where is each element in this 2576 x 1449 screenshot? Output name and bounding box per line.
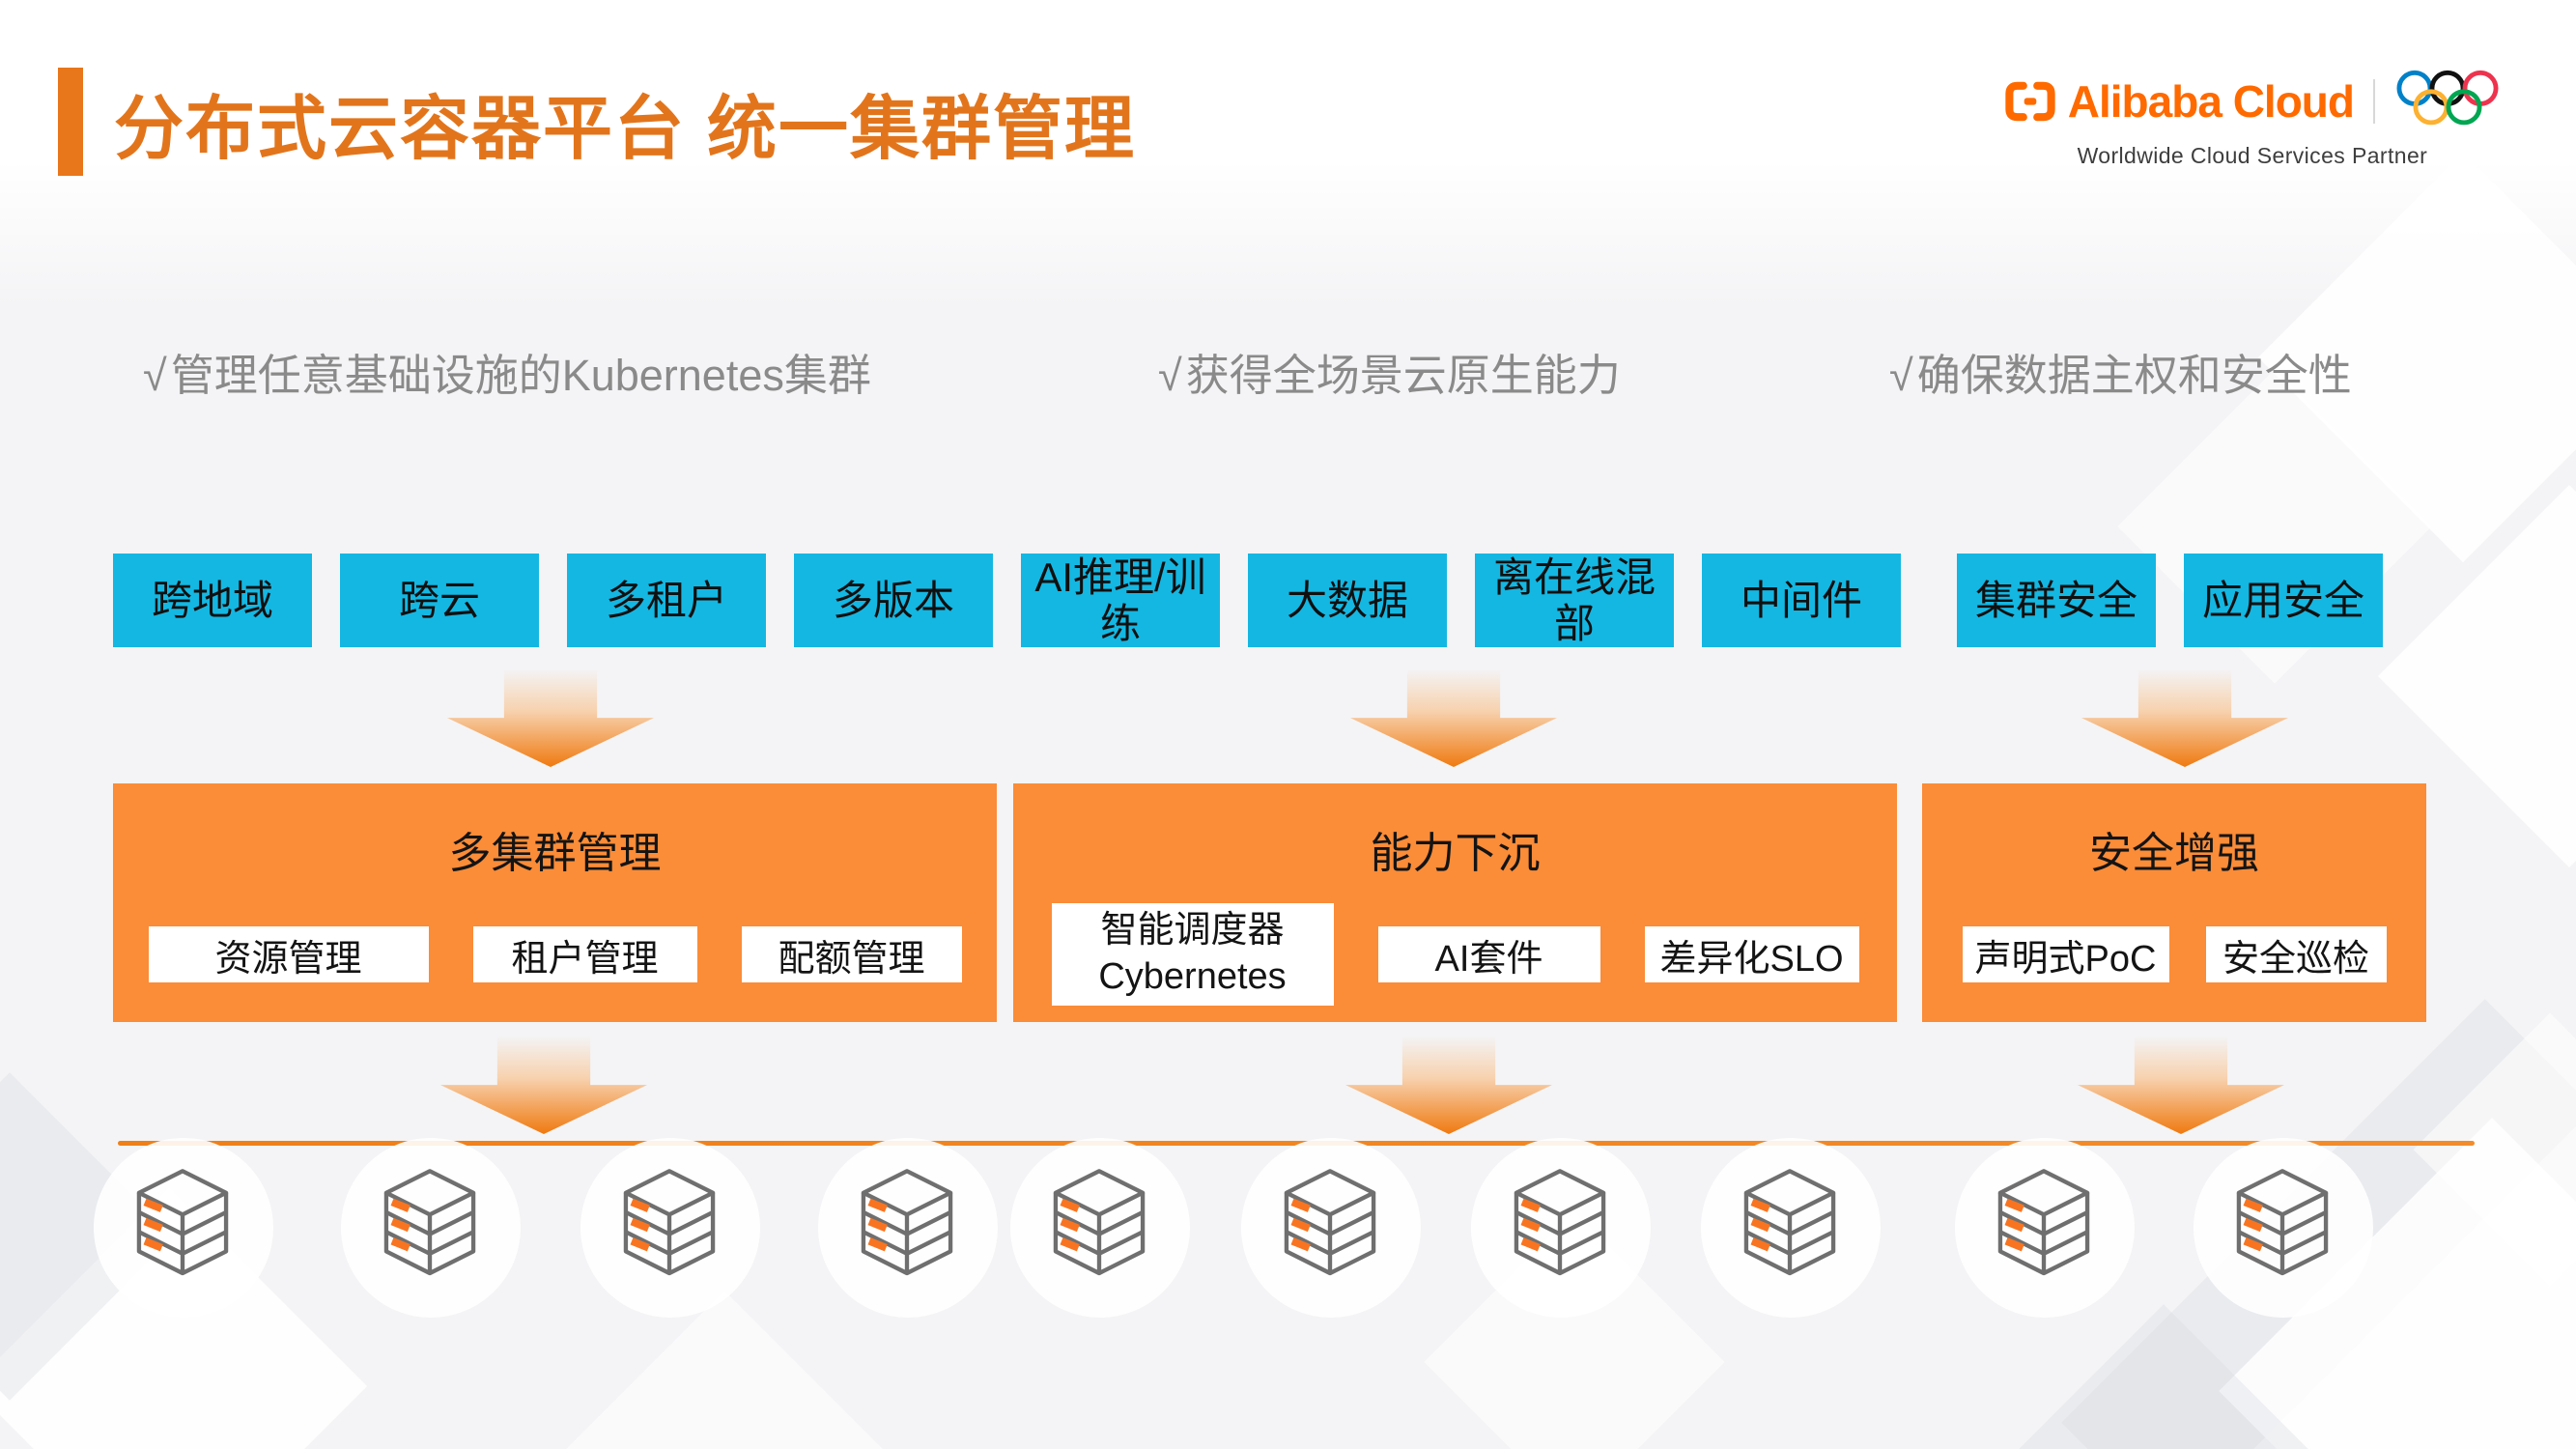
bullet-cloud-native: √获得全场景云原生能力	[1158, 340, 1621, 403]
bullet-manage-clusters: √管理任意基础设施的Kubernetes集群	[143, 340, 871, 403]
check-icon: √	[1158, 351, 1182, 400]
server-node	[1241, 1138, 1421, 1318]
panel-item-line: Cybernetes	[1098, 956, 1287, 997]
panel-item-tenant-management: 租户管理	[472, 926, 697, 982]
capability-box-big-data: 大数据	[1248, 554, 1447, 647]
server-icon	[136, 1169, 229, 1276]
down-arrow-icon	[447, 665, 654, 767]
panel-capability-sinking: 能力下沉 智能调度器 Cybernetes AI套件 差异化SLO	[1013, 783, 1897, 1022]
bullet-text: 获得全场景云原生能力	[1185, 351, 1621, 400]
panel-item-differentiated-slo: 差异化SLO	[1644, 926, 1859, 982]
background-top-band	[0, 0, 2576, 309]
alibaba-cloud-logo: Alibaba Cloud Worldwide Cloud Services P…	[2004, 68, 2501, 169]
panel-title: 多集群管理	[448, 830, 662, 877]
server-node	[1471, 1138, 1651, 1318]
server-node	[2194, 1138, 2373, 1318]
capability-box-cluster-security: 集群安全	[1957, 554, 2156, 647]
server-icon	[1514, 1169, 1606, 1276]
panel-item-resource-management: 资源管理	[148, 926, 429, 982]
down-arrow-icon	[2078, 1032, 2284, 1134]
capability-box-ai-training: AI推理/训练	[1021, 554, 1220, 647]
server-node	[341, 1138, 521, 1318]
logo-divider	[2373, 79, 2375, 124]
server-node	[580, 1138, 760, 1318]
alibaba-cloud-bracket-icon	[2005, 81, 2055, 122]
server-icon	[623, 1169, 716, 1276]
logo-subtitle: Worldwide Cloud Services Partner	[2077, 143, 2428, 168]
bullet-data-sovereignty: √确保数据主权和安全性	[1889, 340, 2352, 403]
panel-multi-cluster-management: 多集群管理 资源管理 租户管理 配额管理	[113, 783, 997, 1022]
infrastructure-line	[118, 1141, 2475, 1146]
capability-box-cross-region: 跨地域	[113, 554, 312, 647]
bullet-text: 确保数据主权和安全性	[1916, 351, 2352, 400]
capability-box-multi-tenant: 多租户	[567, 554, 766, 647]
server-node	[818, 1138, 998, 1318]
bullet-text: 管理任意基础设施的Kubernetes集群	[170, 351, 871, 400]
panel-title: 安全增强	[2089, 830, 2259, 877]
down-arrow-icon	[2081, 665, 2288, 767]
capability-box-cross-cloud: 跨云	[340, 554, 539, 647]
capability-box-colocation: 离在线混部	[1475, 554, 1674, 647]
check-icon: √	[1889, 351, 1913, 400]
page-title: 分布式云容器平台 统一集群管理	[114, 91, 1137, 168]
server-icon	[1053, 1169, 1146, 1276]
capability-box-multi-version: 多版本	[794, 554, 993, 647]
panel-item-security-inspection: 安全巡检	[2205, 926, 2387, 982]
server-node	[1701, 1138, 1881, 1318]
server-node	[1955, 1138, 2135, 1318]
panel-items: 声明式PoC 安全巡检	[1922, 903, 2426, 1006]
panel-item-cybernetes-scheduler: 智能调度器 Cybernetes	[1051, 903, 1334, 1006]
server-icon	[2236, 1169, 2329, 1276]
down-arrow-icon	[440, 1032, 647, 1134]
panel-title: 能力下沉	[1370, 830, 1541, 877]
panel-items: 智能调度器 Cybernetes AI套件 差异化SLO	[1013, 903, 1897, 1006]
capability-box-app-security: 应用安全	[2184, 554, 2383, 647]
title-accent-bar	[58, 68, 83, 176]
server-icon	[1284, 1169, 1376, 1276]
server-icon	[861, 1169, 953, 1276]
server-icon	[1997, 1169, 2090, 1276]
panel-item-ai-suite: AI套件	[1377, 926, 1600, 982]
panel-item-line: 智能调度器	[1100, 910, 1285, 952]
server-icon	[1743, 1169, 1836, 1276]
capability-box-middleware: 中间件	[1702, 554, 1901, 647]
server-node	[94, 1138, 273, 1318]
panel-item-declarative-poc: 声明式PoC	[1962, 926, 2169, 982]
panel-item-quota-management: 配额管理	[741, 926, 962, 982]
server-node	[1010, 1138, 1190, 1318]
down-arrow-icon	[1350, 665, 1557, 767]
check-icon: √	[143, 351, 167, 400]
brand-name: Alibaba Cloud	[2067, 76, 2355, 127]
panel-security-enhancement: 安全增强 声明式PoC 安全巡检	[1922, 783, 2426, 1022]
down-arrow-icon	[1345, 1032, 1552, 1134]
panel-items: 资源管理 租户管理 配额管理	[113, 903, 997, 1006]
olympic-rings-icon	[2396, 70, 2499, 126]
server-icon	[383, 1169, 476, 1276]
